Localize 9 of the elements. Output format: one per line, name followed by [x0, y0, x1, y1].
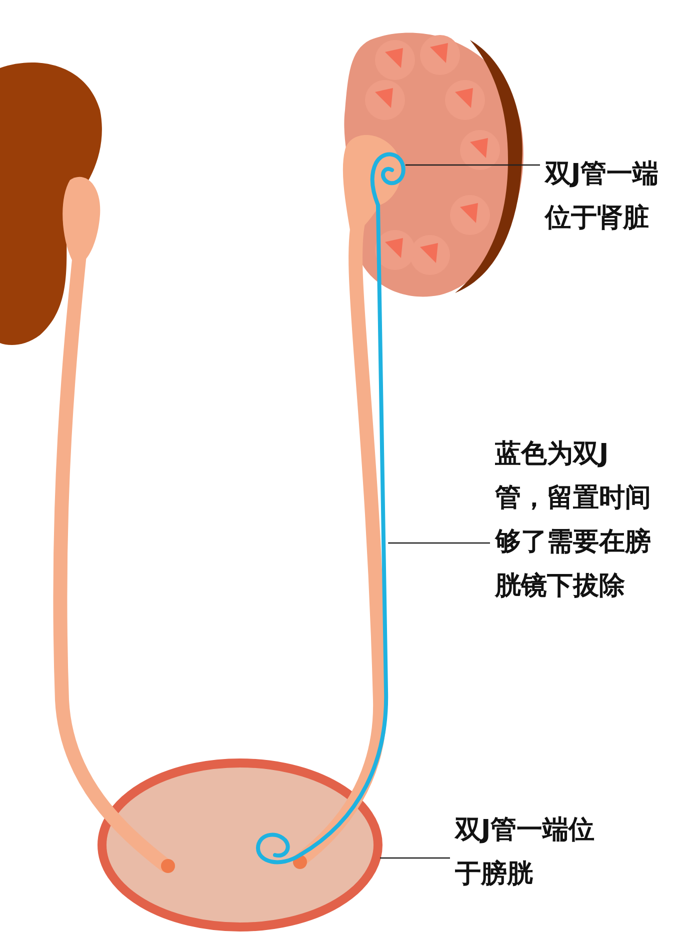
leader-line [405, 164, 540, 166]
stent-tube [256, 203, 388, 864]
callout-text: 双J管一端位于膀胱 [455, 808, 615, 896]
leader-line [388, 542, 490, 544]
leader-line [380, 857, 450, 859]
callout-text: 双J管一端位于肾脏 [545, 152, 680, 240]
callout-text: 蓝色为双J管，留置时间够了需要在膀胱镜下拔除 [495, 432, 660, 608]
stent-coil [370, 152, 406, 207]
bladder-shape [98, 758, 382, 932]
